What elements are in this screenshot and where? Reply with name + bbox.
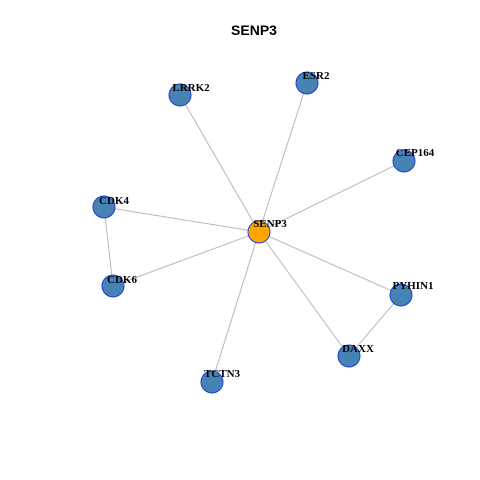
edge-senp3-pyhin1 (258, 231, 402, 296)
node-cep164 (392, 149, 416, 173)
node-label-daxx: DAXX (342, 343, 374, 355)
node-label-cep164: CEP164 (396, 147, 435, 159)
node-pyhin1 (389, 283, 413, 307)
edge-senp3-lrrk2 (179, 94, 260, 233)
node-layer (92, 71, 416, 394)
diagram-title: SENP3 (231, 22, 277, 38)
node-label-pyhin1: PYHIN1 (393, 280, 434, 292)
edge-senp3-cep164 (258, 160, 405, 233)
node-label-cdk4: CDK4 (99, 195, 129, 207)
edge-senp3-daxx (258, 231, 350, 357)
edge-senp3-esr2 (258, 82, 308, 233)
edge-pyhin1-daxx (348, 294, 402, 357)
node-label-cdk6: CDK6 (107, 274, 137, 286)
node-lrrk2 (168, 83, 192, 107)
node-label-tctn3: TCTN3 (204, 368, 241, 380)
edge-senp3-cdk6 (112, 231, 260, 287)
node-label-lrrk2: LRRK2 (172, 82, 210, 94)
node-label-esr2: ESR2 (303, 70, 330, 82)
node-cdk4 (92, 195, 116, 219)
node-esr2 (295, 71, 319, 95)
edge-layer (103, 82, 405, 383)
edge-senp3-cdk4 (103, 206, 260, 233)
edge-cdk4-cdk6 (103, 206, 114, 287)
node-senp3 (247, 220, 271, 244)
node-tctn3 (200, 370, 224, 394)
node-label-senp3: SENP3 (253, 218, 287, 230)
node-daxx (337, 344, 361, 368)
node-cdk6 (101, 274, 125, 298)
edge-senp3-tctn3 (211, 231, 260, 383)
